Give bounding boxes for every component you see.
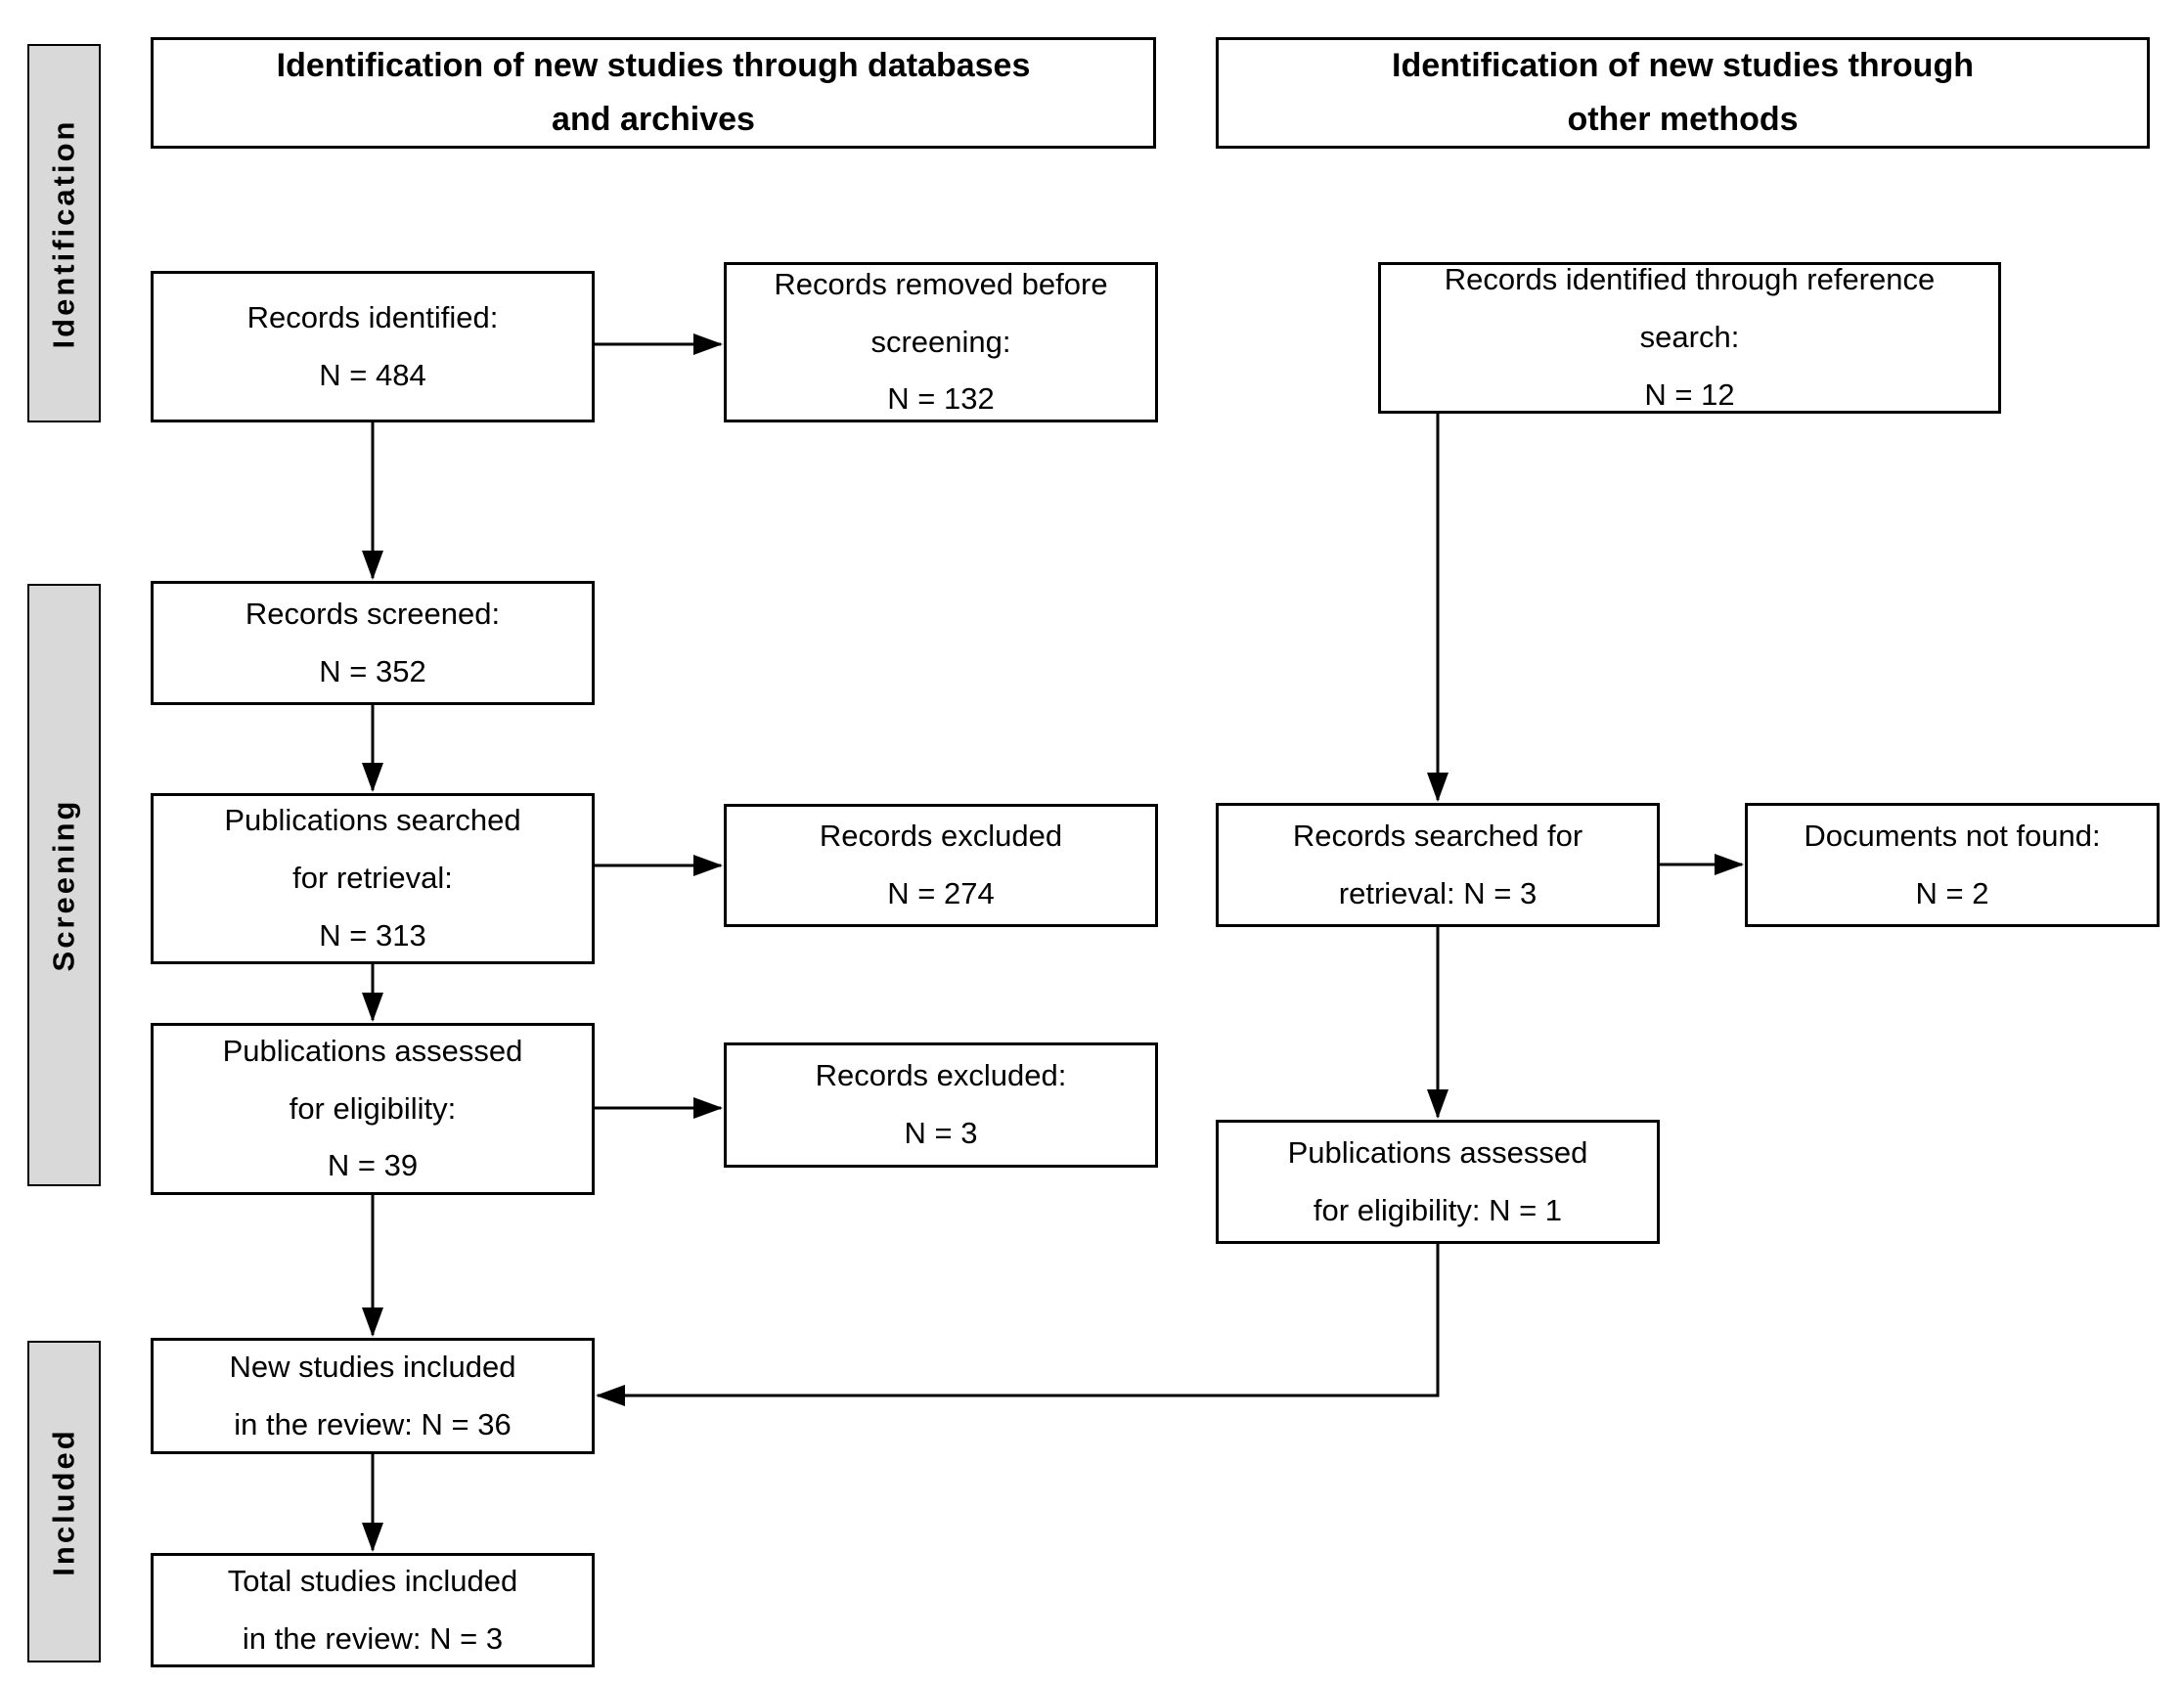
stage-screening-label: Screening [46,798,81,972]
node-records-screened: Records screened: N = 352 [151,581,595,705]
stage-screening: Screening [27,584,101,1186]
node-records-excluded-3-text: Records excluded: N = 3 [815,1058,1067,1150]
node-new-studies-included: New studies included in the review: N = … [151,1338,595,1454]
header-databases-line1: Identification of new studies through da… [276,46,1031,84]
header-databases-line2: and archives [552,101,755,138]
node-publications-assessed-1-text: Publications assessed for eligibility: N… [1287,1134,1588,1227]
node-records-screened-text: Records screened: N = 352 [245,596,501,688]
node-publications-searched-retrieval: Publications searched for retrieval: N =… [151,793,595,964]
header-other-methods-line1: Identification of new studies through [1392,46,1974,84]
stage-included-label: Included [46,1427,81,1576]
node-documents-not-found-text: Documents not found: N = 2 [1804,818,2101,910]
node-records-removed-text: Records removed before screening: N = 13… [774,266,1108,417]
node-records-searched-retrieval-text: Records searched for retrieval: N = 3 [1292,818,1583,910]
node-records-removed-before-screening: Records removed before screening: N = 13… [724,262,1158,422]
header-other-methods-line2: other methods [1567,101,1799,138]
header-other-methods: Identification of new studies through ot… [1216,37,2150,149]
node-publications-searched-text: Publications searched for retrieval: N =… [224,803,521,953]
node-publications-assessed-39-text: Publications assessed for eligibility: N… [222,1033,523,1183]
node-new-studies-included-text: New studies included in the review: N = … [229,1349,516,1441]
node-total-studies-included: Total studies included in the review: N … [151,1553,595,1667]
node-records-excluded-274-text: Records excluded N = 274 [819,819,1063,910]
node-records-identified-text: Records identified: N = 484 [246,299,499,392]
node-records-searched-retrieval: Records searched for retrieval: N = 3 [1216,803,1660,927]
node-records-excluded-3: Records excluded: N = 3 [724,1042,1158,1168]
arrow-assessed-1-to-new-included [596,1244,1440,1406]
node-records-identified: Records identified: N = 484 [151,271,595,422]
node-reference-search-text: Records identified through reference sea… [1444,262,1936,412]
node-records-excluded-274: Records excluded N = 274 [724,804,1158,927]
stage-included: Included [27,1341,101,1662]
node-records-identified-reference-search: Records identified through reference sea… [1378,262,2001,414]
stage-identification: Identification [27,44,101,422]
node-publications-assessed-eligibility-1: Publications assessed for eligibility: N… [1216,1120,1660,1244]
node-publications-assessed-eligibility-39: Publications assessed for eligibility: N… [151,1023,595,1195]
node-documents-not-found: Documents not found: N = 2 [1745,803,2160,927]
header-databases-archives: Identification of new studies through da… [151,37,1156,149]
node-total-studies-included-text: Total studies included in the review: N … [227,1563,518,1656]
stage-identification-label: Identification [46,118,81,348]
